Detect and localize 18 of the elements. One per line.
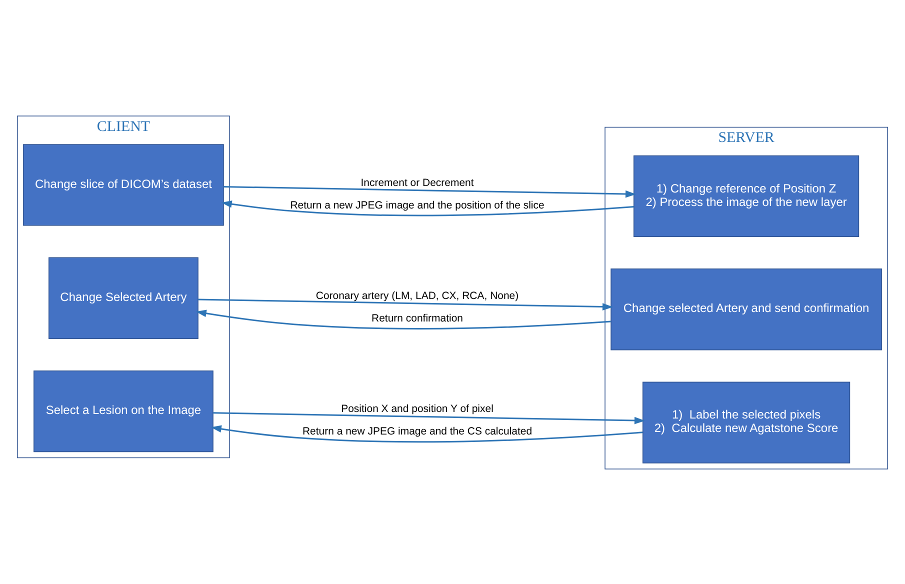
node-box: Select a Lesion on the Image: [34, 370, 214, 452]
edge-label: Coronary artery (LM, LAD, CX, RCA, None): [316, 290, 519, 302]
arrow: [198, 298, 614, 310]
arrow: [213, 412, 645, 424]
node-box: Change slice of DICOM’s dataset: [23, 144, 224, 226]
edge-label: Return a new JPEG image and the CS calculated: [302, 426, 532, 438]
arrow: [210, 424, 643, 442]
node-box: 1) Label the selected pixels 2) Calculate new Agatstone Score: [642, 381, 850, 463]
node-box: Change selected Artery and send confirmation: [610, 268, 882, 350]
edge-label: Return a new JPEG image and the position of the slice: [290, 200, 544, 211]
edge-label: Position X and position Y of pixel: [341, 404, 494, 415]
node-box: Change Selected Artery: [48, 256, 198, 338]
arrow: [196, 309, 611, 329]
edge-label: Increment or Decrement: [360, 177, 474, 188]
arrow: [221, 200, 634, 216]
arrow: [224, 186, 636, 198]
node-box: 1) Change reference of Position Z 2) Process the image of the new layer: [634, 154, 860, 237]
edge-label: Return confirmation: [372, 313, 464, 324]
